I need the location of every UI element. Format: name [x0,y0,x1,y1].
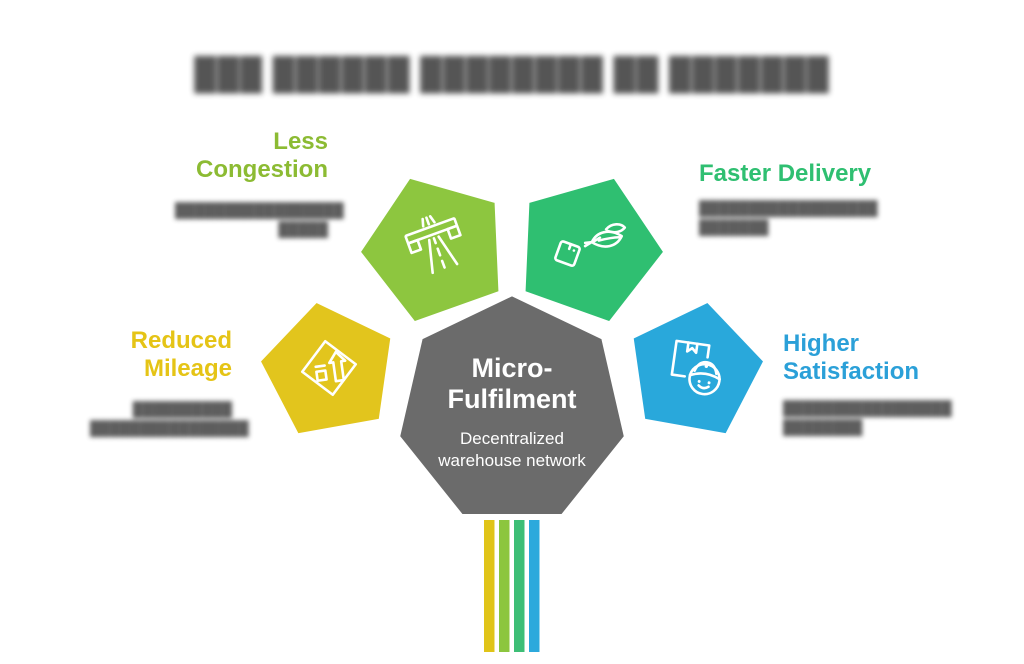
pentagon-faster-delivery [520,173,669,327]
benefit-desc-higher-satisfaction: █████████████████ ████████ [783,400,952,435]
center-subheading: Decentralized warehouse network [438,429,586,470]
courier-icon [670,339,721,396]
center-heading: Micro- Fulfilment [447,353,577,414]
benefit-desc-reduced-mileage: ██████████ ████████████████ [90,401,249,436]
center-heptagon [394,290,630,520]
stripe-yellow [482,499,497,654]
stripe-blue [527,499,542,654]
benefit-label-faster-delivery: Faster Delivery [699,160,872,187]
benefit-label-reduced-mileage: Reduced Mileage [130,327,232,382]
benefit-label-less-congestion: Less Congestion [196,128,328,183]
highway-icon [404,215,462,275]
stripe-green [512,499,527,654]
eco-delivery-icon [554,223,627,267]
page-title-obscured: ███ ██████ ████████ ██ ███████ [194,56,830,91]
pentagon-higher-satisfaction [628,297,769,439]
stripe-lime [497,499,512,654]
benefit-desc-faster-delivery: ██████████████████ ███████ [699,200,878,235]
benefit-desc-less-congestion: █████████████████ █████ [175,202,344,237]
merge-sign-icon [300,339,358,397]
benefit-label-higher-satisfaction: Higher Satisfaction [783,330,920,385]
pentagon-reduced-mileage [255,297,396,439]
